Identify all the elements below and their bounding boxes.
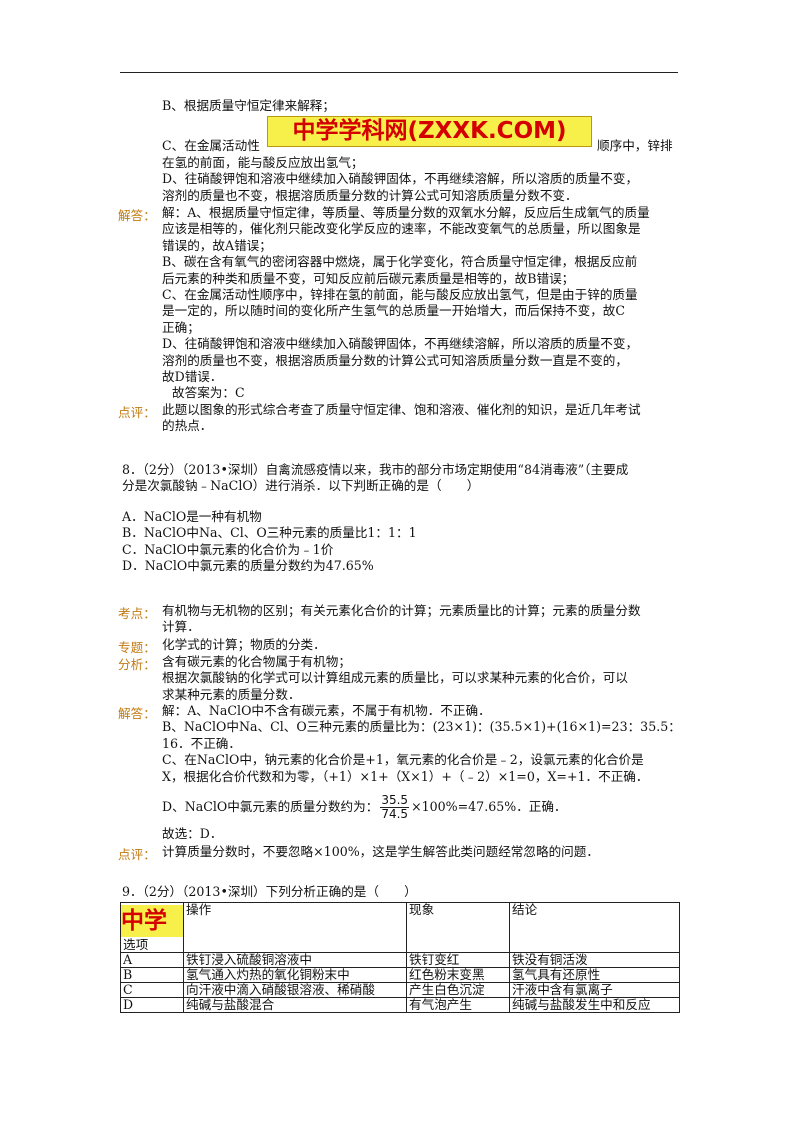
q8-stem-line: 8．（2分）（2013•深圳）自禽流感疫情以来，我市的部分市场定期使用“84消毒… xyxy=(122,462,629,477)
option-d-text: D、往硝酸钾饱和溶液中继续加入硝酸钾固体，不再继续溶解，所以溶质的质量不变， xyxy=(162,171,639,187)
cell-phenomenon: 铁钉变红 xyxy=(406,952,510,968)
cell-operation: 向汗液中滴入硝酸银溶液、稀硝酸 xyxy=(183,982,407,998)
option-d-text-cont: 溶剂的质量也不变，根据溶质质量分数的计算公式可知溶质质量分数不变． xyxy=(162,187,578,203)
answer-line: B、碳在含有氧气的密闭容器中燃烧，属于化学变化，符合质量守恒定律，根据反应前 xyxy=(162,254,638,270)
jieda-line: 16．不正确． xyxy=(162,735,241,751)
dianping-label: 点评： xyxy=(118,847,156,862)
jieda-line: 解：A、NaClO中不含有碳元素，不属于有机物．不正确． xyxy=(162,703,491,718)
answer-line: 错误的，故A错误； xyxy=(162,237,272,253)
answer-line: 应该是相等的，催化剂只能改变化学反应的速率，不能改变氧气的总质量，所以图象是 xyxy=(162,221,641,237)
option-b-text: B、根据质量守恒定律来解释； xyxy=(162,98,335,113)
cell-conclusion: 铁没有铜活泼 xyxy=(509,952,680,968)
kaodian-label: 考点： xyxy=(118,606,156,621)
table-row: D 纯碱与盐酸混合 有气泡产生 纯碱与盐酸发生中和反应 xyxy=(120,997,680,1013)
q8-option-d: D．NaClO中氯元素的质量分数约为47.65% xyxy=(122,558,374,574)
q8-jieda: 解：A、NaClO中不含有碳元素，不属于有机物．不正确． B、NaClO中Na、… xyxy=(122,703,682,785)
header-rule xyxy=(120,72,678,73)
prev-answer: 解：A、根据质量守恒定律，等质量、等质量分数的双氧水分解，反应后生成氧气的质量 … xyxy=(122,205,682,402)
conclusion-text: 故选：D． xyxy=(162,826,223,841)
answer-line: 后元素的种类和质量不变，可知反应前后碳元素质量是相等的，故B错误； xyxy=(162,270,575,286)
fenxi-line: 含有碳元素的化合物属于有机物； xyxy=(162,654,351,669)
zxxk-logo-table: 中学 xyxy=(121,905,183,937)
cell-operation: 铁钉浸入硫酸铜溶液中 xyxy=(183,952,407,968)
q8-conclusion: 故选：D． xyxy=(122,826,682,842)
cell-phenomenon: 产生白色沉淀 xyxy=(406,982,510,998)
answer-line: 溶剂的质量也不变，根据溶质质量分数的计算公式可知溶质质量分数一直是不变的， xyxy=(162,352,628,368)
kaodian-line: 有机物与无机物的区别；有关元素化合价的计算；元素质量比的计算；元素的质量分数 xyxy=(162,603,641,618)
table-row: C 向汗液中滴入硝酸银溶液、稀硝酸 产生白色沉淀 汗液中含有氯离子 xyxy=(120,982,680,998)
q9-stem: 9．（2分）（2013•深圳）下列分析正确的是（ ） xyxy=(122,884,682,900)
prev-options: B、根据质量守恒定律来解释； C、在金属活动性 顺序中，锌排 在氢的前面，能与酸… xyxy=(122,98,682,204)
jieda-d-prefix: D、NaClO中氯元素的质量分数约为： xyxy=(162,799,379,814)
q8-option-b: B．NaClO中Na、Cl、O三种元素的质量比1：1：1 xyxy=(122,525,417,541)
answer-line: 正确； xyxy=(162,319,200,335)
cell-operation: 纯碱与盐酸混合 xyxy=(183,997,407,1013)
q8-stem-line: 分是次氯酸钠﹣NaClO）进行消杀．以下判断正确的是（ ） xyxy=(122,478,480,494)
answer-line: 故D错误． xyxy=(162,368,223,384)
zxxk-logo-header: 中学学科网(ZXXK.COM) xyxy=(267,116,592,147)
q8-option-a: A．NaClO是一种有机物 xyxy=(122,509,262,524)
cell-phenomenon: 红色粉末变黑 xyxy=(406,967,510,983)
prev-comment: 此题以图象的形式综合考查了质量守恒定律、饱和溶液、催化剂的知识，是近几年考试 的… xyxy=(122,402,682,435)
kaodian-line: 计算． xyxy=(162,619,200,635)
cell-conclusion: 纯碱与盐酸发生中和反应 xyxy=(509,997,680,1013)
option-c-line: C、在金属活动性 顺序中，锌排 xyxy=(122,138,682,154)
table-row: B 氢气通入灼热的氧化铜粉末中 红色粉末变黑 氢气具有还原性 xyxy=(120,967,680,983)
jieda-line: B、NaClO中Na、Cl、O三种元素的质量比为：(23×1)：(35.5×1)… xyxy=(162,719,681,735)
answer-label: 解答： xyxy=(118,208,156,223)
option-c-text-end: 顺序中，锌排 xyxy=(597,138,673,154)
header-conclusion: 结论 xyxy=(509,902,680,953)
q8-dianping: 计算质量分数时，不要忽略×100%，这是学生解答此类问题经常忽略的问题． xyxy=(122,844,682,860)
cell-conclusion: 汗液中含有氯离子 xyxy=(509,982,680,998)
answer-line: D、往硝酸钾饱和溶液中继续加入硝酸钾固体，不再继续溶解，所以溶质的质量不变， xyxy=(162,336,639,352)
cell-option: A xyxy=(120,952,184,968)
cell-phenomenon: 有气泡产生 xyxy=(406,997,510,1013)
jieda-label: 解答： xyxy=(118,706,156,721)
q9-stem-text: 9．（2分）（2013•深圳）下列分析正确的是（ ） xyxy=(122,884,417,899)
jieda-line: C、在NaClO中，钠元素的化合价是+1，氧元素的化合价是﹣2，设氯元素的化合价… xyxy=(162,752,644,768)
option-c-text-cont: 在氢的前面，能与酸反应放出氢气； xyxy=(162,154,364,170)
cell-operation: 氢气通入灼热的氧化铜粉末中 xyxy=(183,967,407,983)
fenxi-line: 根据次氯酸钠的化学式可以计算组成元素的质量比，可以求某种元素的化合价，可以 xyxy=(162,670,628,686)
header-phenomenon: 现象 xyxy=(406,902,510,953)
comment-line: 的热点． xyxy=(162,418,213,434)
q8-zhuanti: 化学式的计算；物质的分类． xyxy=(122,637,682,653)
header-operation: 操作 xyxy=(183,902,407,953)
jieda-line: X，根据化合价代数和为零，（+1）×1+（X×1）+（﹣2）×1=0，X=+1．… xyxy=(162,768,649,784)
jieda-d-suffix: ×100%=47.65%．正确． xyxy=(411,799,567,814)
q8-option-c: C．NaClO中氯元素的化合价为﹣1价 xyxy=(122,541,334,557)
q9-table: 选项 操作 现象 结论 A 铁钉浸入硫酸铜溶液中 铁钉变红 铁没有铜活泼 B 氢… xyxy=(120,902,680,1013)
answer-conclusion: 故答案为：C xyxy=(172,385,245,401)
comment-line: 此题以图象的形式综合考查了质量守恒定律、饱和溶液、催化剂的知识，是近几年考试 xyxy=(162,402,641,417)
zhuanti-label: 专题： xyxy=(118,640,156,655)
fraction-denominator: 74.5 xyxy=(381,807,409,821)
answer-line: 解：A、根据质量守恒定律，等质量、等质量分数的双氧水分解，反应后生成氧气的质量 xyxy=(162,205,650,220)
table-header-row: 选项 操作 现象 结论 xyxy=(120,902,680,953)
q8-stem: 8．（2分）（2013•深圳）自禽流感疫情以来，我市的部分市场定期使用“84消毒… xyxy=(122,462,682,495)
answer-line: C、在金属活动性顺序中，锌排在氢的前面，能与酸反应放出氢气，但是由于锌的质量 xyxy=(162,286,638,302)
answer-line: 是一定的，所以随时间的变化所产生氢气的总质量一开始增大，而后保持不变，故C xyxy=(162,303,626,319)
fenxi-label: 分析： xyxy=(118,657,156,672)
cell-option: D xyxy=(120,997,184,1013)
q8-kaodian: 有机物与无机物的区别；有关元素化合价的计算；元素质量比的计算；元素的质量分数 计… xyxy=(122,603,682,636)
table-row: A 铁钉浸入硫酸铜溶液中 铁钉变红 铁没有铜活泼 xyxy=(120,952,680,968)
cell-conclusion: 氢气具有还原性 xyxy=(509,967,680,983)
option-c-text-start: C、在金属活动性 xyxy=(162,138,260,154)
dianping-text: 计算质量分数时，不要忽略×100%，这是学生解答此类问题经常忽略的问题． xyxy=(162,844,599,859)
fenxi-line: 求某种元素的质量分数． xyxy=(162,686,301,702)
comment-label: 点评： xyxy=(118,405,156,420)
q8-fenxi: 含有碳元素的化合物属于有机物； 根据次氯酸钠的化学式可以计算组成元素的质量比，可… xyxy=(122,654,682,703)
cell-option: C xyxy=(120,982,184,998)
cell-option: B xyxy=(120,967,184,983)
q8-options: A．NaClO是一种有机物 B．NaClO中Na、Cl、O三种元素的质量比1：1… xyxy=(122,509,682,575)
fraction-numerator: 35.5 xyxy=(380,793,410,808)
zhuanti-text: 化学式的计算；物质的分类． xyxy=(162,637,326,652)
